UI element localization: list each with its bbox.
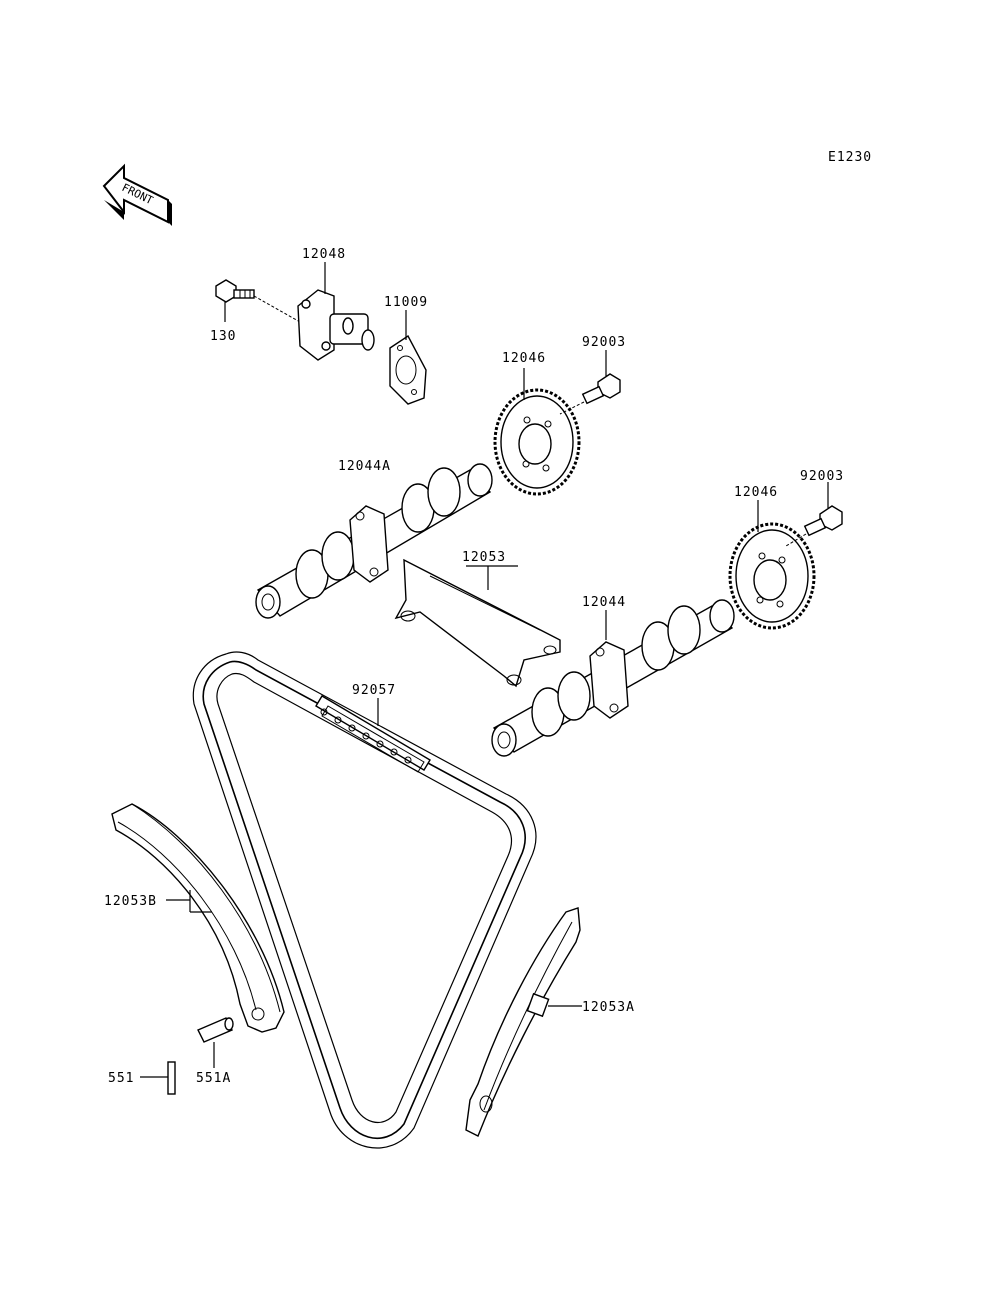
camshaft-12044A: [255, 463, 493, 619]
bolt-92003-upper: [559, 373, 621, 415]
callout-12044A: 12044A: [338, 459, 391, 474]
callout-92003-lower: 92003: [800, 469, 844, 484]
cam-chain-tensioner-12048: [297, 289, 375, 361]
callout-12053B: 12053B: [104, 894, 157, 909]
callout-12046-lower: 12046: [734, 485, 778, 500]
chain-guide-12053: [394, 558, 561, 688]
chain-links: [315, 695, 431, 773]
bolt-130: [215, 279, 301, 323]
bolt-92003-lower: [785, 505, 843, 547]
callout-92003-upper: 92003: [582, 335, 626, 350]
cam-sprocket-12046-lower: [728, 522, 816, 630]
dowel-551A: [197, 1017, 234, 1043]
callout-551A: 551A: [196, 1071, 231, 1086]
callout-12046-upper: 12046: [502, 351, 546, 366]
callout-11009: 11009: [384, 295, 428, 310]
callout-92057: 92057: [352, 683, 396, 698]
pin-551: [167, 1061, 176, 1095]
callout-12053: 12053: [462, 550, 506, 565]
chain-guide-12053A: [465, 907, 581, 1137]
callout-551: 551: [108, 1071, 134, 1086]
callout-12053A: 12053A: [582, 1000, 635, 1015]
gasket-11009: [389, 334, 427, 405]
callout-12044: 12044: [582, 595, 626, 610]
chain-guide-12053B: [111, 803, 285, 1033]
cam-chain-92057: [192, 651, 537, 1149]
diagram-code: E1230: [828, 150, 872, 165]
callout-130: 130: [210, 329, 236, 344]
camshaft-12044: [491, 599, 735, 757]
callout-12048: 12048: [302, 247, 346, 262]
front-arrow-icon: FRONT: [102, 163, 172, 226]
cam-sprocket-12046-upper: [493, 388, 581, 496]
